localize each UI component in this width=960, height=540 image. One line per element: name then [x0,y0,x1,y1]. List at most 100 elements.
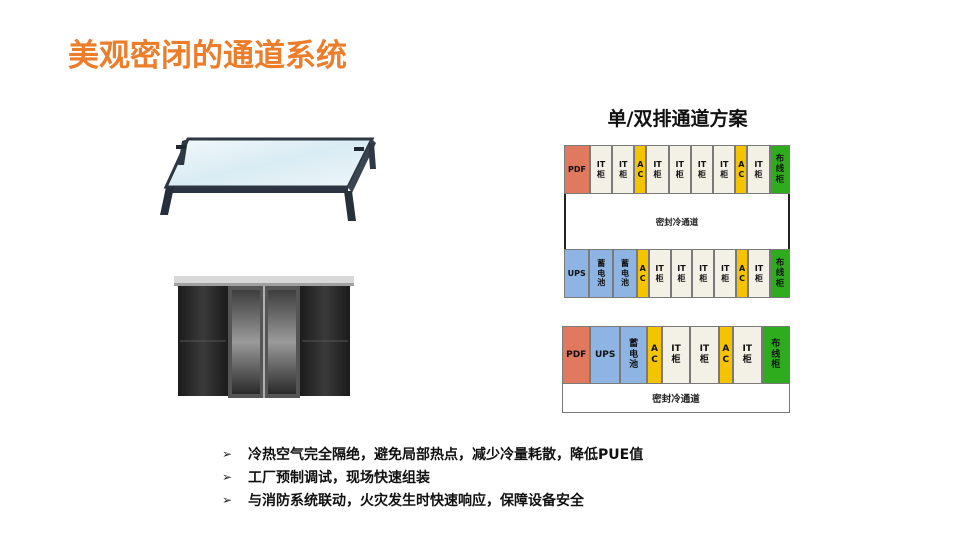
cabinet-label: 柜 [775,174,785,185]
aisle-sliding-door-image [174,276,354,398]
bullet-item: ➢ 冷热空气完全隔绝，避免局部热点，减少冷量耗散，降低PUE值 [222,442,643,465]
cabinet-label: 柜 [655,273,664,283]
cabinet-label: 柜 [677,273,686,283]
arrow-bullet-icon: ➢ [222,492,233,507]
cabinet-label: IT [675,159,684,169]
cabinet-label: C [651,355,658,365]
cabinet-label: IT [697,159,707,169]
cabinet-label: 池 [620,278,629,288]
wire-cabinet: 布线柜 [769,145,791,194]
cabinet-label: 柜 [697,169,706,179]
bullet-text: 与消防系统联动，火灾发生时快速响应，保障设备安全 [248,492,584,509]
cabinet-label: 线 [775,164,785,175]
feature-bullet-list: ➢ 冷热空气完全隔绝，避免局部热点，减少冷量耗散，降低PUE值 ➢ 工厂预制调试… [222,442,643,511]
cabinet-label: 柜 [699,355,709,365]
cabinet-label: 柜 [771,360,781,371]
cabinet-label: IT [754,263,764,273]
cabinet-label: 柜 [775,278,785,289]
cabinet-label: C [738,169,745,179]
cabinet-label: IT [742,344,753,355]
cabinet-label: 柜 [721,273,730,283]
cold-aisle-channel: 密封冷通道 [564,194,790,249]
cabinet-label: 电 [629,349,639,360]
cabinet-label: IT [655,263,664,273]
cabinet-label: 池 [597,278,606,288]
wire-cabinet: 布线柜 [769,249,790,298]
bat-cabinet: 蓄电池 [619,326,648,384]
cabinet-label: UPS [594,349,616,360]
channel-label: 密封冷通道 [651,215,703,228]
cabinet-label: C [637,169,644,179]
ups-cabinet: UPS [590,326,620,384]
pdf-cabinet: PDF [564,145,590,194]
channel-label: 密封冷通道 [648,391,704,405]
cabinet-label: 线 [771,349,781,360]
cabinet-label: 池 [629,360,639,371]
cabinet-label: A [651,344,659,355]
cabinet-label: A [637,159,644,169]
cabinet-label: 柜 [720,169,729,179]
cabinet-label: IT [619,159,628,169]
cabinet-label: A [639,263,646,273]
cabinet-label: 柜 [619,169,628,179]
cabinet-label: 柜 [597,169,605,179]
cabinet-label: 蓄 [620,259,629,269]
cabinet-label: 柜 [754,169,763,179]
pdf-cabinet: PDF [562,326,591,384]
bullet-item: ➢ 与消防系统联动，火灾发生时快速响应，保障设备安全 [222,488,643,511]
cabinet-label: 柜 [675,169,684,179]
cabinet-label: 蓄 [597,259,606,269]
cabinet-label: 柜 [671,355,681,365]
slide-title: 美观密闭的通道系统 [68,38,347,74]
cabinet-label: UPS [567,268,586,278]
cabinet-label: PDF [566,349,587,360]
cabinet-label: 柜 [754,273,763,283]
arrow-bullet-icon: ➢ [222,446,233,461]
cabinet-label: 蓄 [629,338,639,349]
wire-cabinet: 布线柜 [761,326,790,384]
cabinet-label: A [738,159,745,169]
cabinet-label: 柜 [699,273,708,283]
cabinet-label: A [722,344,730,355]
ups-cabinet: UPS [564,249,590,298]
arrow-bullet-icon: ➢ [222,469,233,484]
cabinet-label: 布 [775,154,785,165]
cabinet-label: IT [699,344,710,355]
cabinet-label: 柜 [742,355,752,365]
cabinet-label: IT [720,263,730,273]
cabinet-label: 电 [620,268,629,278]
cabinet-label: IT [754,159,763,169]
bullet-item: ➢ 工厂预制调试，现场快速组装 [222,465,643,488]
cabinet-label: 柜 [653,169,662,179]
bat-cabinet: 蓄电池 [589,249,614,298]
cabinet-label: 线 [775,268,785,279]
cabinet-label: IT [677,263,686,273]
cabinet-label: PDF [567,164,586,174]
bat-cabinet: 蓄电池 [613,249,637,298]
